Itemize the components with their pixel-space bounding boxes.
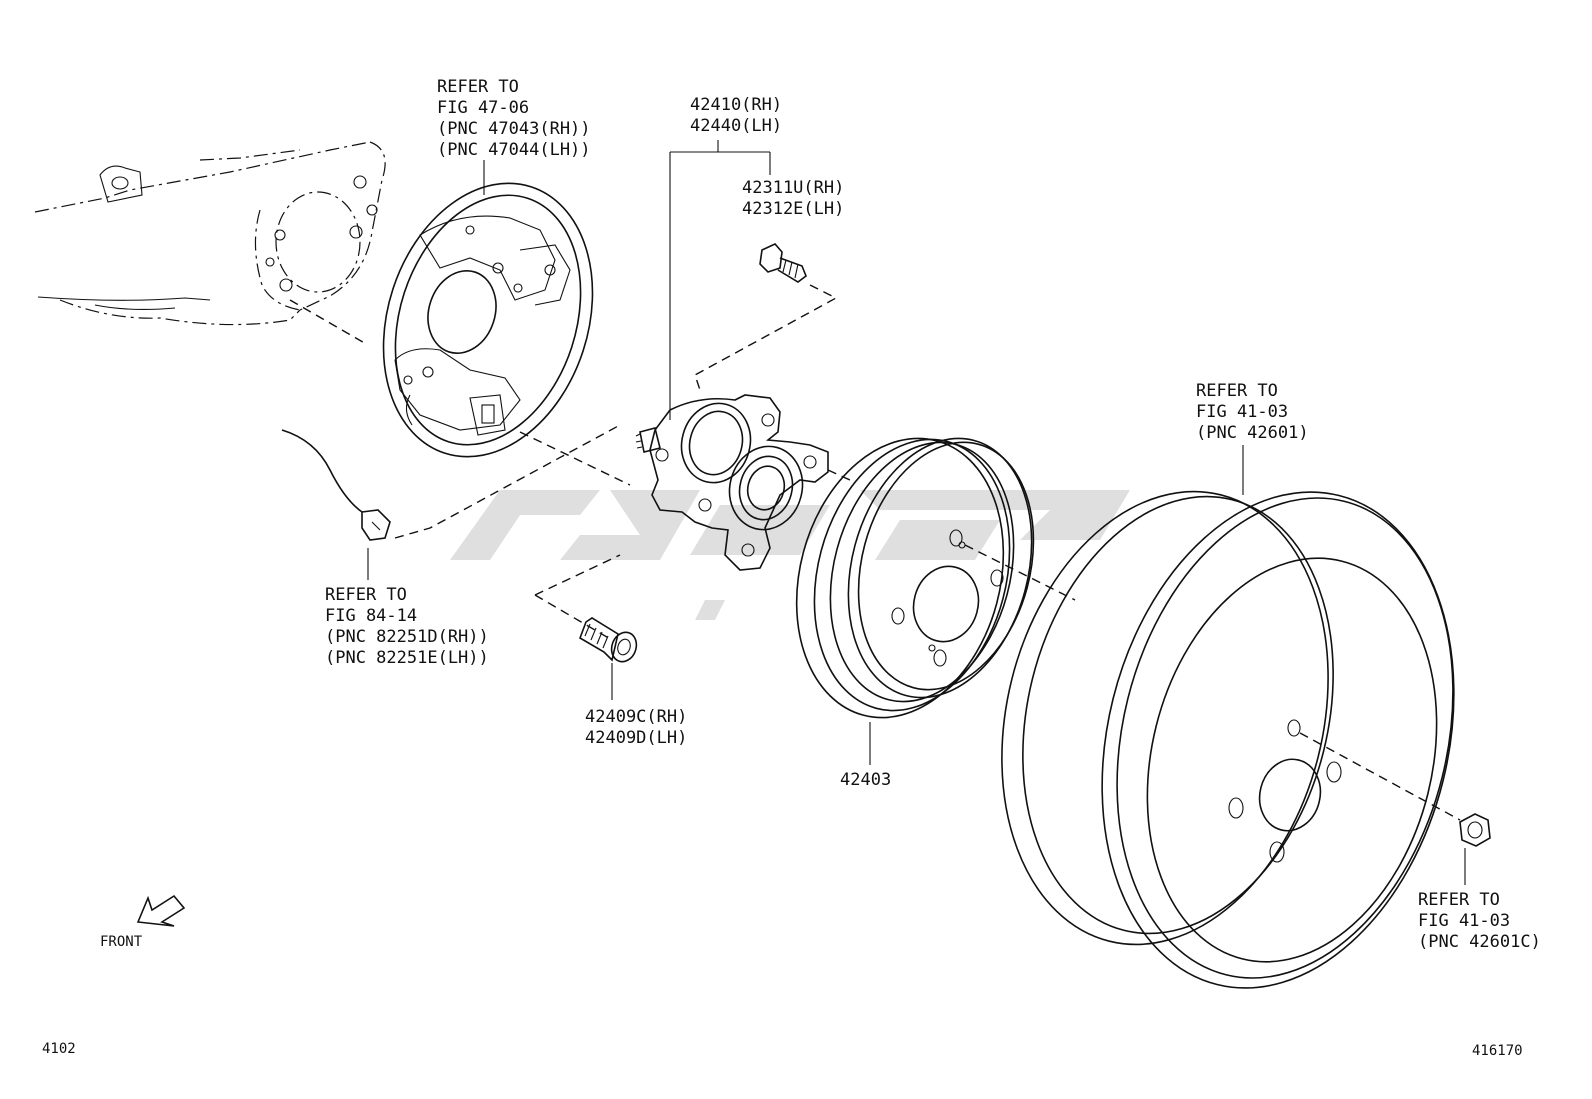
- svg-text:42410(RH): 42410(RH): [690, 95, 782, 115]
- svg-text:42312E(LH): 42312E(LH): [742, 199, 844, 219]
- assembly-lines: [289, 284, 1461, 821]
- mount-bolt-part: [579, 617, 638, 663]
- svg-text:REFER TO: REFER TO: [1196, 381, 1278, 401]
- svg-text:REFER TO: REFER TO: [325, 585, 407, 605]
- brake-backing-plate-part: [382, 182, 594, 458]
- svg-text:42409D(LH): 42409D(LH): [585, 728, 687, 748]
- svg-text:(PNC 82251D(RH)): (PNC 82251D(RH)): [325, 627, 489, 647]
- svg-text:(PNC 47043(RH)): (PNC 47043(RH)): [437, 119, 591, 139]
- svg-text:FIG 41-03: FIG 41-03: [1196, 402, 1288, 422]
- hub-nut-part: [1459, 813, 1491, 847]
- label-brake-drum: 42403: [840, 770, 891, 790]
- hub-assembly-part: [635, 394, 829, 571]
- axle-beam-part: [34, 141, 386, 326]
- svg-text:(PNC 47044(LH)): (PNC 47044(LH)): [437, 140, 591, 160]
- label-refer-backing-plate: REFER TO FIG 47-06 (PNC 47043(RH)) (PNC …: [437, 77, 591, 160]
- front-arrow-icon: [136, 894, 186, 927]
- label-hub-assembly: 42410(RH) 42440(LH): [690, 95, 782, 136]
- svg-text:FIG 47-06: FIG 47-06: [437, 98, 529, 118]
- label-refer-nut: REFER TO FIG 41-03 (PNC 42601C): [1418, 890, 1541, 952]
- hub-bolt-part: [759, 243, 807, 283]
- svg-text:FIG 41-03: FIG 41-03: [1418, 911, 1510, 931]
- svg-text:42440(LH): 42440(LH): [690, 116, 782, 136]
- svg-text:(PNC 42601): (PNC 42601): [1196, 423, 1309, 443]
- figure-number: 4102: [42, 1041, 76, 1057]
- label-refer-sensor: REFER TO FIG 84-14 (PNC 82251D(RH)) (PNC…: [325, 585, 489, 668]
- svg-text:REFER TO: REFER TO: [1418, 890, 1500, 910]
- svg-text:(PNC 82251E(LH)): (PNC 82251E(LH)): [325, 648, 489, 668]
- brake-drum-part: [795, 437, 1035, 719]
- svg-text:42409C(RH): 42409C(RH): [585, 707, 687, 727]
- wheel-rim-part: [1001, 490, 1455, 989]
- svg-text:FIG 84-14: FIG 84-14: [325, 606, 417, 626]
- illustration-number: 416170: [1472, 1043, 1523, 1059]
- label-refer-wheel: REFER TO FIG 41-03 (PNC 42601): [1196, 381, 1309, 443]
- label-mount-bolt: 42409C(RH) 42409D(LH): [585, 707, 687, 748]
- svg-text:(PNC 42601C): (PNC 42601C): [1418, 932, 1541, 952]
- svg-text:REFER TO: REFER TO: [437, 77, 519, 97]
- wheel-speed-sensor-part: [281, 429, 391, 541]
- label-hub-bolt: 42311U(RH) 42312E(LH): [742, 178, 844, 219]
- label-front: FRONT: [100, 934, 143, 950]
- leader-lines: [367, 140, 1466, 885]
- svg-text:42311U(RH): 42311U(RH): [742, 178, 844, 198]
